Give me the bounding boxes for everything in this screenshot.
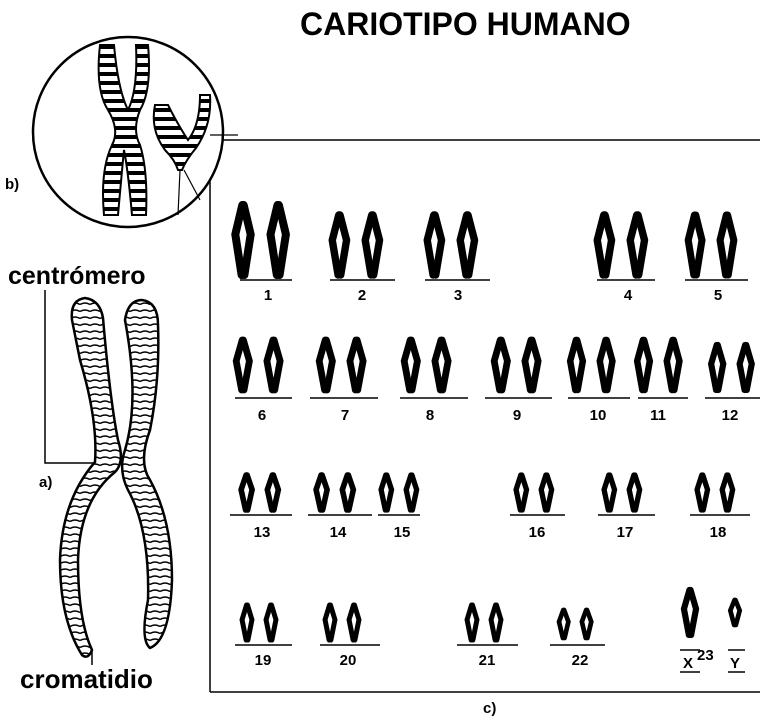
- pair-number: 7: [341, 407, 349, 424]
- chromosome-19-a: [239, 602, 255, 643]
- pair-number: 13: [254, 524, 271, 541]
- chromosome-5-a: [684, 211, 706, 279]
- chromosome-2-b: [361, 211, 384, 279]
- chromosome-12-a: [707, 341, 727, 394]
- pair-number: 17: [617, 524, 634, 541]
- chromosome-1-a: [231, 201, 255, 279]
- chromosome-17-a: [601, 472, 618, 513]
- pair-number: 11: [650, 407, 666, 424]
- pair-lines: [230, 279, 760, 673]
- chromosome-13-b: [264, 472, 282, 513]
- chromosome-21-b: [488, 602, 504, 643]
- chromosome-6-a: [232, 336, 253, 394]
- pair-number: 15: [394, 524, 411, 541]
- chromosome-7-b: [346, 336, 367, 394]
- pair-number: 18: [710, 524, 727, 541]
- chromosome-19-b: [263, 602, 279, 643]
- label-b: b): [5, 176, 20, 193]
- pair-number: 14: [330, 524, 347, 541]
- label-a: a): [39, 474, 53, 491]
- chromosome-x: [680, 586, 700, 639]
- label-cromatidio: cromatidio: [20, 664, 153, 694]
- sex-pair-number: 23: [697, 647, 714, 664]
- pair-number: 1: [264, 287, 272, 304]
- sex-x-label: X: [683, 655, 693, 672]
- pair-number: 22: [572, 652, 589, 669]
- chromosome-11-b: [663, 336, 683, 394]
- chromosome-11-a: [633, 336, 654, 394]
- pair-number: 6: [258, 407, 266, 424]
- chromosome-15-a: [378, 472, 395, 513]
- chromosome-21-a: [464, 602, 480, 643]
- chromosome-18-a: [694, 472, 711, 513]
- panel-frame: [209, 139, 760, 692]
- chromosome-17-b: [626, 472, 643, 513]
- chromosome-6-b: [263, 336, 284, 394]
- chromosome-set: [231, 201, 755, 643]
- pair-number: 20: [340, 652, 357, 669]
- chromosome-22-b: [579, 607, 594, 641]
- chromosome-12-b: [736, 341, 755, 394]
- chromosome-22-a: [556, 607, 571, 641]
- pair-number: 9: [513, 407, 521, 424]
- large-chromosome: [58, 296, 174, 665]
- chromosome-20-a: [322, 602, 338, 643]
- chromosome-3-b: [456, 211, 479, 279]
- chromosome-7-a: [315, 336, 336, 394]
- chromosome-10-a: [566, 336, 587, 394]
- label-centromero: centrómero: [8, 262, 146, 290]
- chromosome-2-a: [328, 211, 351, 279]
- chromosome-10-b: [596, 336, 616, 394]
- chromosome-8-a: [400, 336, 421, 394]
- chromosome-9-a: [490, 336, 511, 394]
- chromosome-18-b: [719, 472, 736, 513]
- pair-number: 19: [255, 652, 272, 669]
- chromosome-13-a: [238, 472, 256, 513]
- pair-number: 3: [454, 287, 462, 304]
- pair-number: 8: [426, 407, 434, 424]
- label-c: c): [483, 700, 497, 717]
- page-title: CARIOTIPO HUMANO: [300, 6, 631, 42]
- chromosome-y: [727, 597, 743, 628]
- pair-number: 16: [529, 524, 546, 541]
- chromosome-14-b: [339, 472, 357, 513]
- chromosome-16-b: [538, 472, 555, 513]
- chromosome-9-b: [521, 336, 542, 394]
- chromosome-20-b: [346, 602, 362, 643]
- pair-number: 21: [479, 652, 496, 669]
- pair-number: 2: [358, 287, 366, 304]
- chromosome-4-b: [626, 211, 649, 279]
- pair-number: 5: [714, 287, 722, 304]
- sex-y-label: Y: [730, 655, 740, 672]
- chromosome-8-b: [431, 336, 452, 394]
- pair-number: 4: [624, 287, 633, 304]
- chromosome-3-a: [423, 211, 446, 279]
- magnified-chromosome-circle: [31, 35, 238, 229]
- chromosome-5-b: [716, 211, 738, 279]
- chromosome-4-a: [593, 211, 616, 279]
- chromosome-1-b: [266, 201, 290, 279]
- chromosome-16-a: [513, 472, 530, 513]
- pair-number: 12: [722, 407, 739, 424]
- pair-number: 10: [590, 407, 607, 424]
- chromosome-14-a: [313, 472, 331, 513]
- chromosome-15-b: [403, 472, 420, 513]
